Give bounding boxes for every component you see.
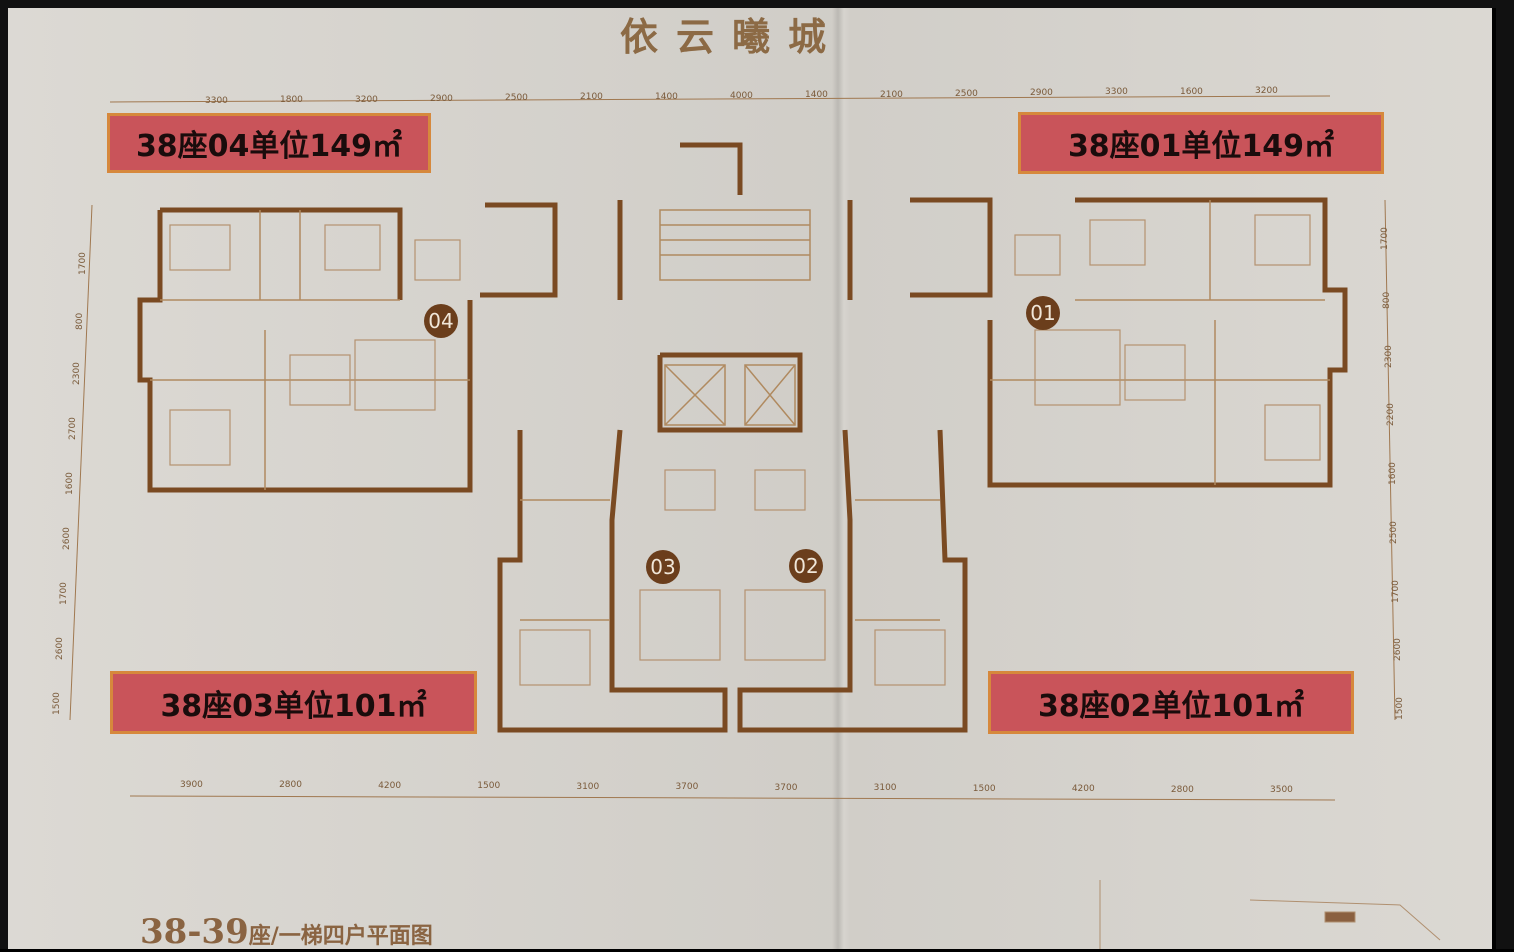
- unit-marker-01-text: 01: [1030, 301, 1055, 325]
- outer-walls: [137, 142, 1348, 733]
- photo-edge-left: [0, 0, 8, 949]
- unit-marker-02: [789, 549, 823, 583]
- unit-label-01: 38座01单位149㎡: [1018, 112, 1384, 174]
- paper-fold: [832, 8, 850, 949]
- brochure-sheet: [8, 8, 1492, 949]
- project-title: 依云曦城: [620, 14, 845, 59]
- left-dimension-8: 1500: [52, 692, 62, 715]
- right-dimension-3: 2200: [1385, 403, 1396, 427]
- unit-label-03: 38座03单位101㎡: [110, 671, 477, 734]
- bottom-dimension-1: 2800: [279, 780, 302, 791]
- left-dimension-0: 1700: [78, 252, 88, 275]
- unit-marker-02-text: 02: [793, 554, 818, 578]
- top-dimension-13: 1600: [1180, 86, 1203, 97]
- top-dimension-10: 2500: [955, 88, 978, 99]
- top-dimension-6: 1400: [655, 91, 678, 102]
- left-dimension-4: 1600: [65, 472, 75, 495]
- unit-marker-04: [424, 304, 458, 338]
- sheet-title-main: 38-39: [140, 912, 249, 952]
- left-dimension-2: 2300: [71, 362, 82, 385]
- right-dimension-5: 2500: [1389, 520, 1400, 544]
- bottom-dimension-0: 3900: [180, 780, 203, 790]
- right-dimension-8: 1500: [1395, 697, 1405, 720]
- top-dimension-5: 2100: [580, 92, 603, 103]
- bottom-dimension-10: 2800: [1170, 784, 1194, 795]
- bottom-dimension-9: 4200: [1071, 784, 1095, 795]
- top-dimension-3: 2900: [430, 93, 453, 104]
- left-dimension-7: 2600: [55, 637, 66, 660]
- right-dimension-6: 1700: [1391, 579, 1402, 603]
- unit-marker-03: [646, 550, 680, 584]
- left-dimension-5: 2600: [61, 527, 72, 550]
- right-dimension-7: 2600: [1393, 638, 1404, 662]
- dimension-lines: [69, 95, 1396, 801]
- unit-markers: 04 01 03 02: [424, 296, 1060, 584]
- right-dimension-0: 1700: [1380, 227, 1390, 250]
- top-dimension-7: 4000: [730, 91, 753, 101]
- bottom-dimension-2: 4200: [378, 780, 402, 791]
- bottom-dimension-4: 3100: [576, 781, 600, 792]
- top-dimension-12: 3300: [1105, 87, 1128, 98]
- top-dimension-2: 3200: [355, 94, 378, 105]
- left-dimension-3: 2700: [68, 417, 79, 440]
- right-dimension-1: 800: [1381, 291, 1392, 309]
- bottom-dimension-8: 1500: [972, 783, 996, 794]
- top-dimension-9: 2100: [880, 89, 903, 100]
- top-dimension-1: 1800: [280, 95, 303, 106]
- top-dimension-11: 2900: [1030, 88, 1053, 99]
- site-plan-thumbnail: [1099, 880, 1441, 949]
- left-dimension-6: 1700: [58, 582, 69, 605]
- top-dimension-0: 3300: [205, 96, 228, 106]
- right-dimension-4: 1600: [1387, 462, 1398, 485]
- photo-edge-right: [1496, 0, 1514, 949]
- unit-marker-01: [1026, 296, 1060, 330]
- bottom-dimension-3: 1500: [477, 781, 501, 792]
- right-dimension-2: 2300: [1383, 344, 1394, 368]
- bottom-dimension-5: 3700: [675, 782, 699, 793]
- top-dimension-14: 3200: [1255, 86, 1278, 96]
- unit-label-04: 38座04单位149㎡: [107, 113, 431, 173]
- unit-marker-03-text: 03: [650, 555, 675, 579]
- photo-edge-top: [0, 0, 1514, 8]
- sheet-title: 38-39座/一梯四户平面图: [140, 912, 433, 952]
- bottom-dimension-6: 3700: [774, 782, 798, 793]
- unit-label-02: 38座02单位101㎡: [988, 671, 1354, 734]
- furniture: [169, 214, 1321, 686]
- sheet-title-suffix: 座/一梯四户平面图: [248, 923, 433, 949]
- left-dimension-1: 800: [74, 312, 85, 330]
- top-dimension-8: 1400: [805, 90, 828, 101]
- bottom-dimension-7: 3100: [873, 783, 897, 794]
- interior-walls: [150, 200, 1330, 621]
- top-dimension-4: 2500: [505, 93, 528, 104]
- bottom-dimension-11: 3500: [1270, 785, 1293, 795]
- unit-marker-04-text: 04: [428, 309, 453, 333]
